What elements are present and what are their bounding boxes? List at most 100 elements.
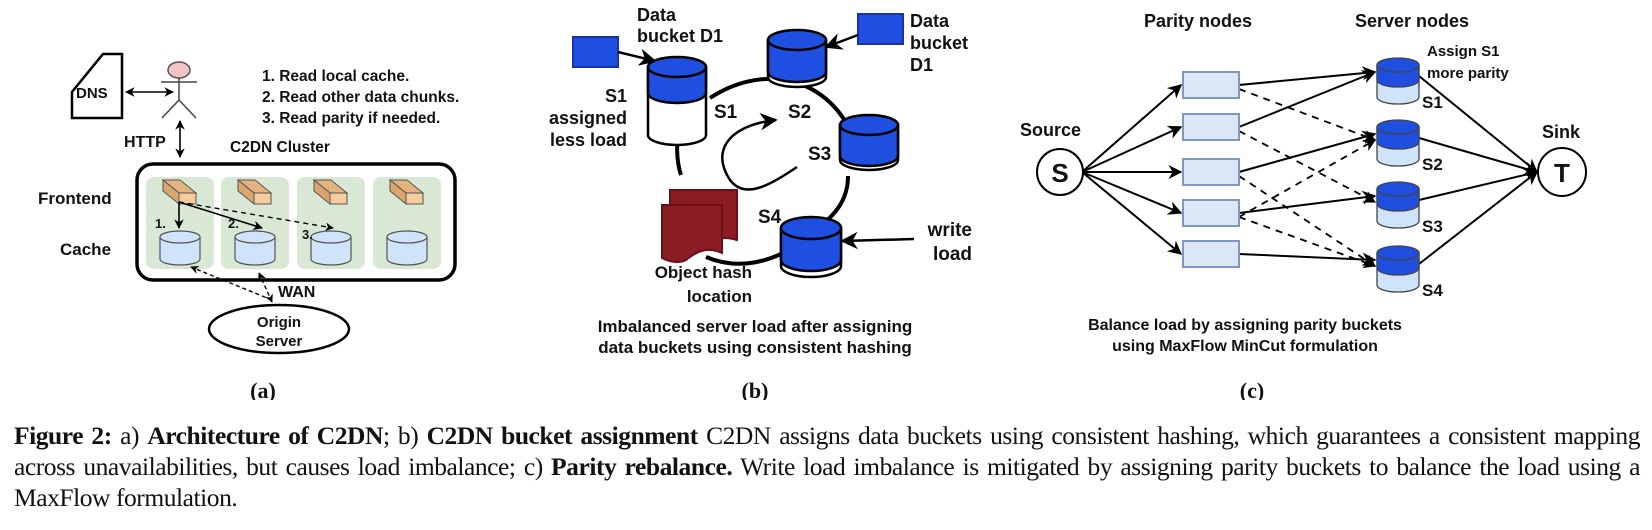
write-load-arrow — [840, 231, 915, 250]
server-4-to-sink-edge — [1418, 171, 1539, 265]
server-node-s2-icon — [1376, 119, 1420, 167]
server-node-label-s3: S3 — [1422, 217, 1443, 236]
cache-cylinder-icon — [159, 230, 201, 266]
bucket-right-text-1: Data — [910, 11, 950, 31]
caption-c-title: Parity rebalance. — [551, 452, 733, 481]
panel-b: Data bucket D1 Data bucket D1 S1 assigne… — [549, 5, 972, 400]
caption-c-text: Write load imbalance is mitigated by ass… — [14, 452, 1640, 512]
server-node-label-s2: S2 — [1422, 155, 1443, 174]
bucket-right-text-3: D1 — [910, 55, 933, 75]
ring-label-s1: S1 — [714, 102, 738, 123]
rotation-arrow — [721, 113, 798, 191]
parity-3-to-server-2-edge — [1238, 130, 1377, 173]
parity-1-to-server-2-dashed-edge — [1238, 88, 1377, 142]
data-bucket-right — [857, 13, 904, 45]
sink-node-letter: T — [1554, 158, 1570, 188]
cache-cylinder-icon — [310, 230, 352, 266]
origin-label-1: Origin — [257, 314, 301, 331]
arrow-label-1: 1. — [155, 216, 166, 231]
source-label: Source — [1020, 120, 1081, 140]
parity-node-1 — [1182, 71, 1240, 99]
figure-label: Figure 2: — [14, 421, 112, 450]
panel-c-label: (c) — [1240, 378, 1264, 400]
sink-node — [1537, 147, 1587, 197]
parity-node-4 — [1182, 199, 1240, 227]
caption-b-prefix: ; b) — [382, 421, 427, 450]
source-to-parity-4-edge — [1081, 171, 1183, 215]
bucket-right-arrow — [824, 33, 859, 50]
dns-server-icon: DNS — [70, 52, 124, 120]
parity-1-to-server-1-edge — [1238, 66, 1377, 86]
arrow-label-2: 2. — [228, 216, 239, 231]
ring-label-s3: S3 — [808, 144, 831, 165]
s1-note-1: S1 — [605, 86, 627, 106]
server-2-to-sink-edge — [1418, 137, 1539, 176]
server-node-label-s4: S4 — [1422, 281, 1443, 300]
server-node-s1-icon — [1376, 57, 1420, 105]
step-1-text: 1. Read local cache. — [262, 68, 409, 85]
bucket-left-text-2: bucket D1 — [637, 26, 723, 46]
server-3-to-sink-edge — [1418, 168, 1539, 201]
parity-node-3 — [1182, 158, 1240, 186]
frontend-label: Frontend — [38, 189, 112, 208]
source-node-letter: S — [1051, 158, 1068, 188]
object-hash-icon — [661, 189, 738, 264]
panel-b-caption-1: Imbalanced server load after assigning — [598, 317, 913, 336]
frontend-box-icon — [161, 178, 198, 206]
parity-3-to-server-4-dashed-edge — [1238, 175, 1377, 267]
caption-a-title: Architecture of C2DN — [147, 421, 383, 450]
s1-parity-note-1: Assign S1 — [1427, 43, 1500, 60]
cluster-node-4 — [373, 177, 441, 269]
origin-label-2: Server — [256, 333, 303, 350]
server-s2-cylinder — [766, 28, 828, 89]
parity-5-to-server-4-edge — [1238, 252, 1377, 267]
write-load-text-2: load — [933, 244, 972, 265]
panel-c: Parity nodes Server nodes Assign S1 more… — [1020, 11, 1587, 400]
cluster-title: C2DN Cluster — [230, 139, 330, 156]
sink-label: Sink — [1542, 122, 1581, 142]
caption-b-title: C2DN bucket assignment — [426, 421, 699, 450]
write-load-text-1: write — [927, 220, 972, 241]
ring-label-s2: S2 — [788, 102, 811, 123]
bucket-right-text-2: bucket — [910, 33, 968, 53]
frontend-box-icon — [388, 178, 425, 206]
parity-4-to-server-2-dashed-edge — [1238, 139, 1377, 218]
source-to-parity-5-edge — [1081, 171, 1183, 255]
source-to-parity-1-edge — [1081, 84, 1183, 173]
bucket-left-text-1: Data — [637, 5, 677, 25]
s1-parity-note-2: more parity — [1427, 65, 1509, 82]
read-other-arrow — [178, 201, 263, 230]
object-hash-text-1: Object hash — [655, 263, 752, 282]
step-2-text: 2. Read other data chunks. — [262, 89, 459, 106]
s1-note-3: less load — [550, 130, 627, 150]
ring-label-s4: S4 — [758, 207, 782, 228]
step-3-text: 3. Read parity if needed. — [262, 110, 440, 127]
frontend-box-icon — [312, 178, 349, 206]
server-node-s4-icon — [1376, 245, 1420, 293]
frontend-box-icon — [236, 178, 273, 206]
parity-nodes-title: Parity nodes — [1144, 11, 1252, 31]
server-nodes-title: Server nodes — [1355, 11, 1469, 31]
figure-caption: Figure 2: a) Architecture of C2DN; b) C2… — [14, 420, 1640, 513]
cache-cylinder-icon — [386, 230, 428, 266]
caption-b-text: C2DN assigns data buckets using consiste… — [14, 421, 1641, 481]
panel-a-label: (a) — [250, 378, 276, 400]
panel-c-caption-2: using MaxFlow MinCut formulation — [1112, 338, 1378, 355]
parity-2-to-server-1-edge — [1238, 70, 1377, 128]
cache-label: Cache — [60, 240, 111, 259]
caption-a-prefix: a) — [111, 421, 148, 450]
http-label: HTTP — [124, 134, 166, 151]
origin-server — [207, 303, 351, 355]
source-node — [1036, 148, 1084, 196]
server-node-label-s1: S1 — [1422, 93, 1443, 112]
bucket-left-arrow — [617, 48, 657, 66]
s1-note-2: assigned — [549, 108, 627, 128]
parity-4-to-server-3-edge — [1238, 190, 1377, 214]
panel-a: DNS HTTP 1. Read local cache. 2. Read ot… — [38, 52, 459, 400]
panel-b-label: (b) — [742, 378, 769, 400]
wan-label: WAN — [278, 284, 315, 301]
user-icon — [161, 61, 197, 119]
figure-2: DNS HTTP 1. Read local cache. 2. Read ot… — [38, 5, 1587, 400]
server-s3-cylinder — [838, 113, 900, 172]
server-1-to-sink-edge — [1418, 75, 1539, 173]
